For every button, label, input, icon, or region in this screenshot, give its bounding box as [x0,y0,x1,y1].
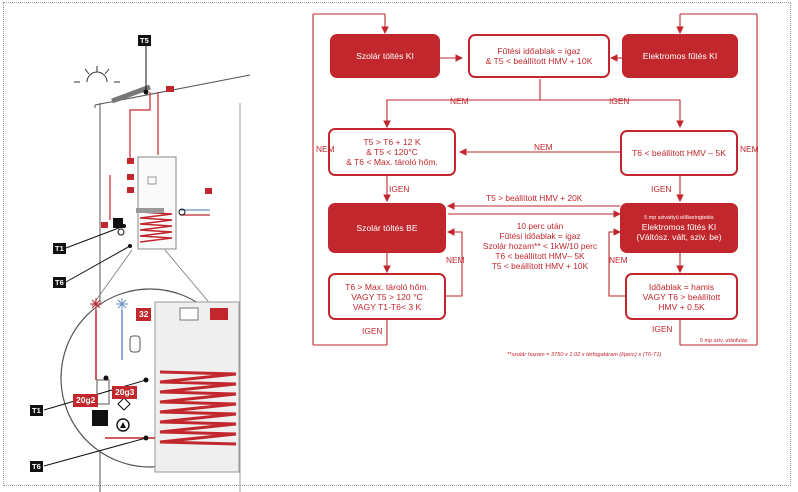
label-nem-top: NEM [450,96,469,106]
label-nem-right: NEM [740,144,759,154]
node-solar-on: Szolár töltés BE [328,203,446,253]
solar-collector [111,84,151,104]
node-t5-gt-t6: T5 > T6 + 12 K & T5 < 120°C & T6 < Max. … [328,128,456,176]
label-igen-right: IGEN [651,184,672,194]
page-frame [3,2,791,486]
footnote: **szolár hozam = 3750 x 1.02 x térfogatá… [507,352,662,358]
sun-icon [74,66,120,83]
node-t6-lt-hmv: T6 < beállított HMV – 5K [620,130,738,176]
zoom-code-32: 32 [136,308,152,321]
node-stop-solar: T6 > Max. tároló hőm. VAGY T5 > 120 °C V… [328,273,446,320]
sensor-t6-label: T6 [53,277,66,288]
label-igen-electric-bottom: IGEN [652,324,673,334]
label-t5-transfer: T5 > beállított HMV + 20K [486,193,583,203]
label-nem-mid: NEM [534,142,553,152]
heating-coil [139,211,173,243]
zoom-sensor-t6-label: T6 [30,461,43,472]
node-electric-off: Elektromos fűtés KI [622,34,738,78]
zoom-code-20g3: 20g3 [112,386,138,399]
sensor-t1-label: T1 [53,243,66,254]
label-igen-top: IGEN [609,96,630,106]
zoom-code-20g2: 20g2 [73,394,99,407]
label-nem-left: NEM [316,144,335,154]
label-after-run: 5 mp sziv. utánfutás [700,338,748,344]
sensor-t5-label: T5 [138,35,151,46]
node-electric-on-label: Elektromos fűtés KI (Váltósz. vált, sziv… [636,221,722,242]
label-nem-solar-loop: NEM [446,255,465,265]
node-electric-on: 5 mp szivattyú előkeringtetés Elektromos… [620,203,738,253]
label-igen-left: IGEN [389,184,410,194]
label-igen-solar-bottom: IGEN [362,326,383,336]
label-nem-electric-loop: NEM [609,255,628,265]
node-electric-on-prelabel: 5 mp szivattyú előkeringtetés [644,214,714,221]
node-solar-off: Szolár töltés KI [330,34,440,78]
node-heating-window: Fűtési időablak = igaz & T5 < beállított… [468,34,610,78]
label-center-condition: 10 perc után Fűtési időablak = igaz Szol… [482,221,598,271]
zoom-sensor-t1-label: T1 [30,405,43,416]
node-stop-electric: Időablak = hamis VAGY T6 > beállított HM… [625,273,738,320]
